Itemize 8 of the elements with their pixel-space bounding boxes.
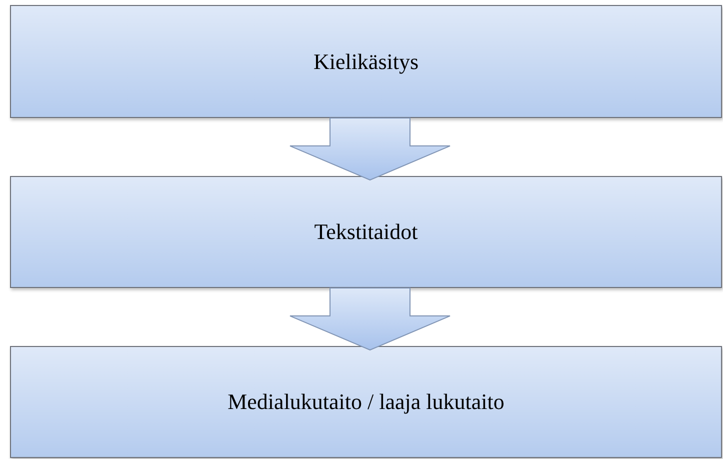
box-label: Medialukutaito / laaja lukutaito bbox=[228, 389, 504, 415]
process-box bbox=[10, 5, 722, 118]
arrow bbox=[290, 288, 450, 351]
box-label: Tekstitaidot bbox=[314, 219, 418, 245]
process-box bbox=[10, 346, 722, 458]
process-box bbox=[10, 176, 722, 288]
arrow bbox=[290, 118, 450, 181]
box-label: Kielikäsitys bbox=[313, 48, 419, 74]
